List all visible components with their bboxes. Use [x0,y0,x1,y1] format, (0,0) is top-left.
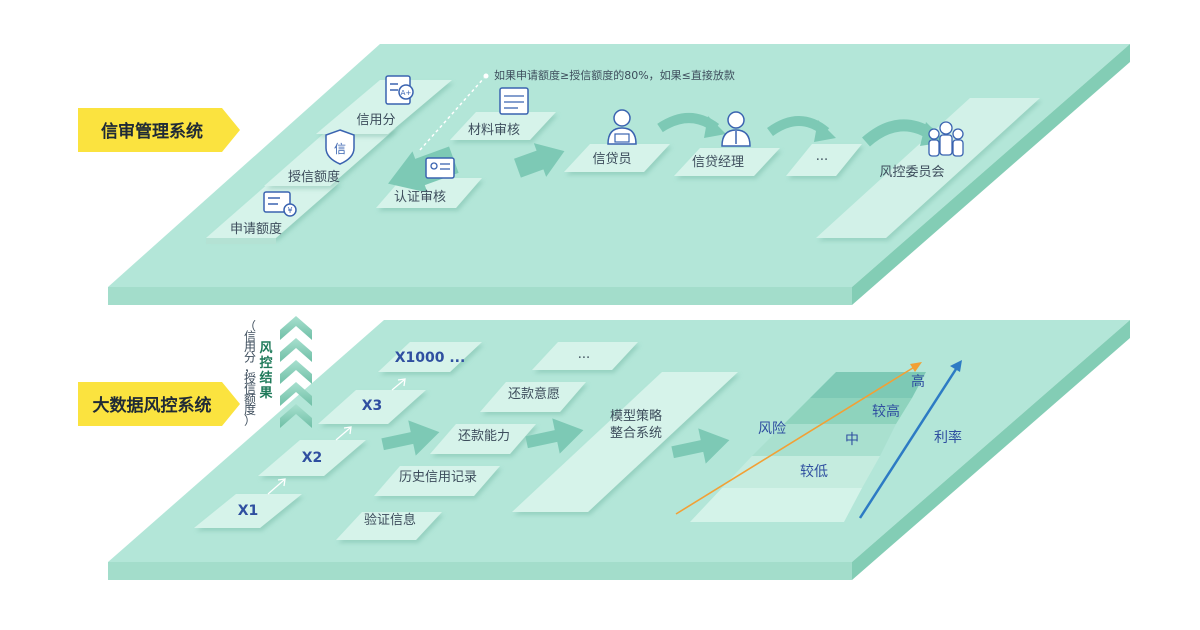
id-card-icon [425,157,455,179]
label-model-line2: 整合系统 [610,426,662,441]
label-repay-ability: 还款能力 [458,429,510,444]
banner-top-label: 信审管理系统 [101,121,203,142]
banner-top: 信审管理系统 [78,108,240,152]
label-loan-officer: 信贷员 [592,152,631,167]
grade-doc-icon: A+ [385,75,414,105]
banner-bottom: 大数据风控系统 [78,382,240,426]
card-x1000 [378,342,482,372]
label-risk-mid: 中 [845,432,859,448]
card-repay-willing [480,382,586,412]
label-loan-manager: 信贷经理 [692,155,744,170]
risk-arrow [675,362,922,515]
label-x2: X2 [302,450,323,466]
card-model-strategy [512,372,738,512]
shield-char: 信 [334,142,346,156]
card-ellipsis-bottom [532,342,638,370]
flow-arrow-manager-ellipsis [767,116,836,142]
label-credit-amount: 授信额度 [288,169,340,185]
loan-manager-icon [721,111,751,147]
card-loan-officer [564,144,670,172]
label-repay-willing: 还款意愿 [508,386,560,402]
card-loan-manager [674,148,780,176]
yen-doc-icon: ¥ [263,191,297,217]
risk-result-label: 风控结果 （信用分，授信额度） [244,319,273,428]
card-verify-info [336,512,442,540]
flow-arrow-x-to-features [381,420,440,456]
loan-officer-icon [607,109,637,145]
label-risk-low: 较低 [800,464,828,480]
label-x3: X3 [362,398,383,414]
flow-arrow-material [514,143,565,178]
x-step-arrows [267,378,406,495]
folder-docs-icon [499,87,529,115]
card-x1 [194,494,302,528]
label-risk-high: 高 [911,373,925,390]
risk-result-subtitle: （信用分，授信额度） [244,319,256,428]
yen-symbol: ¥ [287,206,292,215]
grade-text: A+ [401,89,412,97]
label-risk-higher: 较高 [872,403,900,420]
label-x1000: X1000 ... [395,350,466,366]
label-verify-info: 验证信息 [364,512,416,528]
label-apply-amount: 申请额度 [230,221,282,237]
label-auth-review: 认证审核 [394,190,446,205]
label-risk-committee: 风控委员会 [879,165,944,180]
note-connector [419,73,489,151]
label-material-review: 材料审核 [468,123,520,138]
card-repay-ability [430,424,536,454]
flow-arrow-features-to-model [525,418,584,454]
top-platform [108,44,1130,305]
card-ellipsis-top [786,144,862,176]
risk-result-title: 风控结果 [258,341,272,401]
committee-group-icon [928,121,964,157]
label-credit-history: 历史信用记录 [399,470,477,485]
card-x2 [258,440,366,476]
top-note: 如果申请额度≥授信额度的80%，如果≤直接放款 [494,68,735,82]
credit-shield-icon: 信 [325,129,355,165]
label-ellipsis-bottom: ... [578,347,590,362]
card-risk-committee [816,98,1040,238]
label-risk-axis: 风险 [758,421,786,437]
label-x1: X1 [238,503,259,519]
card-credit-history [374,466,500,496]
card-material-review [450,112,556,140]
label-credit-score: 信用分 [356,113,395,128]
flow-arrow-model-to-risk [671,428,730,464]
label-rate-axis: 利率 [934,429,962,446]
rate-arrow [858,360,962,519]
banner-bottom-label: 大数据风控系统 [93,395,212,416]
risk-result-chevrons [280,316,312,428]
flow-arrow-officer-manager [657,113,726,138]
label-model-line1: 模型策略 [610,408,662,424]
label-ellipsis-top: ... [816,149,828,164]
card-credit-score [316,80,452,134]
card-x3 [318,390,426,424]
